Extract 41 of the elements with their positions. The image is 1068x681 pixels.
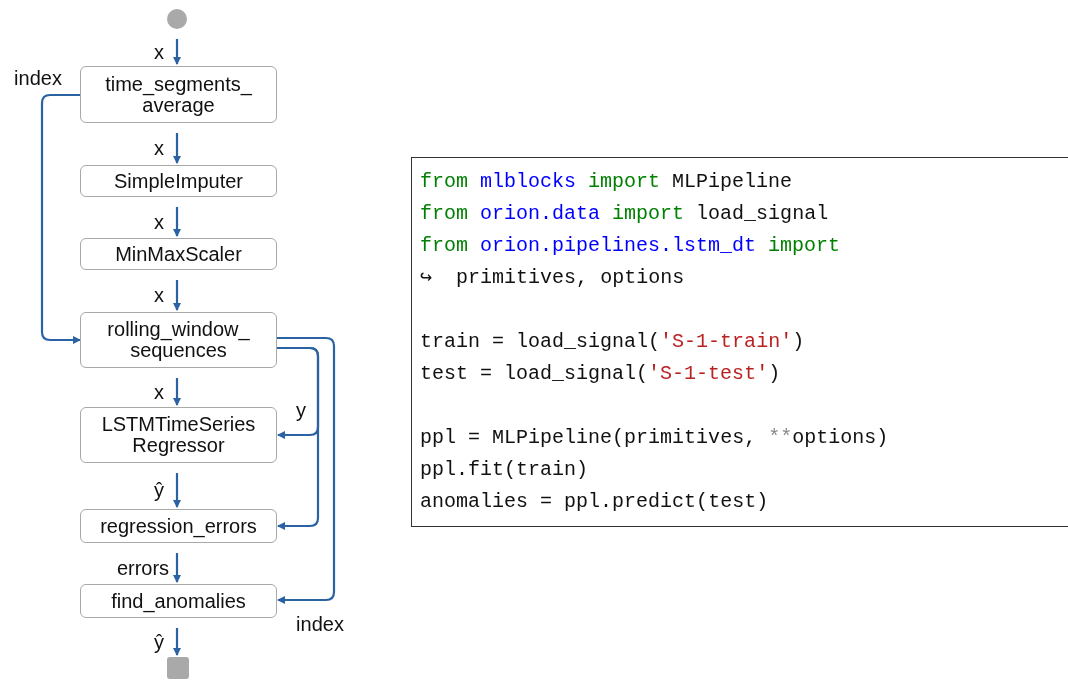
arrow — [173, 628, 181, 656]
process-box: find_anomalies — [80, 584, 277, 618]
edge-label: x — [154, 381, 164, 402]
edge-label: ŷ — [154, 480, 164, 500]
process-box: LSTMTimeSeries Regressor — [80, 407, 277, 463]
edge-label: index — [296, 614, 344, 634]
edge-label: errors — [116, 557, 170, 578]
edge-label: y — [296, 400, 306, 420]
edge-label: x — [154, 285, 164, 305]
edge-label: x — [154, 41, 164, 62]
code-line: ↪ primitives, options — [420, 265, 686, 291]
process-box: SimpleImputer — [80, 165, 277, 197]
code-line: from orion.data import load_signal — [420, 201, 830, 227]
process-box: MinMaxScaler — [80, 238, 277, 270]
process-box: regression_errors — [80, 509, 277, 543]
arrow — [173, 280, 181, 311]
code-line: train = load_signal('S-1-train') — [420, 329, 806, 355]
arrow — [173, 473, 181, 508]
arrow — [277, 346, 320, 530]
process-box: time_segments_ average — [80, 66, 277, 123]
code-line: from orion.pipelines.lstm_dt import — [420, 233, 842, 259]
code-line: anomalies = ppl.predict(test) — [420, 489, 770, 515]
arrow — [40, 93, 81, 344]
arrow — [173, 378, 181, 406]
code-line: ppl = MLPipeline(primitives, **options) — [420, 425, 890, 451]
arrow — [173, 207, 181, 237]
edge-label: x — [154, 138, 164, 158]
arrow — [173, 39, 181, 65]
code-line: test = load_signal('S-1-test') — [420, 361, 782, 387]
code-line: ppl.fit(train) — [420, 457, 590, 483]
process-box: rolling_window_ sequences — [80, 312, 277, 368]
arrow — [173, 553, 181, 583]
edge-label: ŷ — [154, 631, 164, 652]
code-line: from mlblocks import MLPipeline — [420, 169, 794, 195]
end-square — [167, 657, 189, 679]
code-box — [411, 157, 1068, 527]
arrow — [173, 133, 181, 164]
arrow — [277, 336, 336, 604]
edge-label: index — [14, 68, 62, 88]
edge-label: x — [154, 211, 164, 232]
start-circle — [167, 9, 187, 29]
